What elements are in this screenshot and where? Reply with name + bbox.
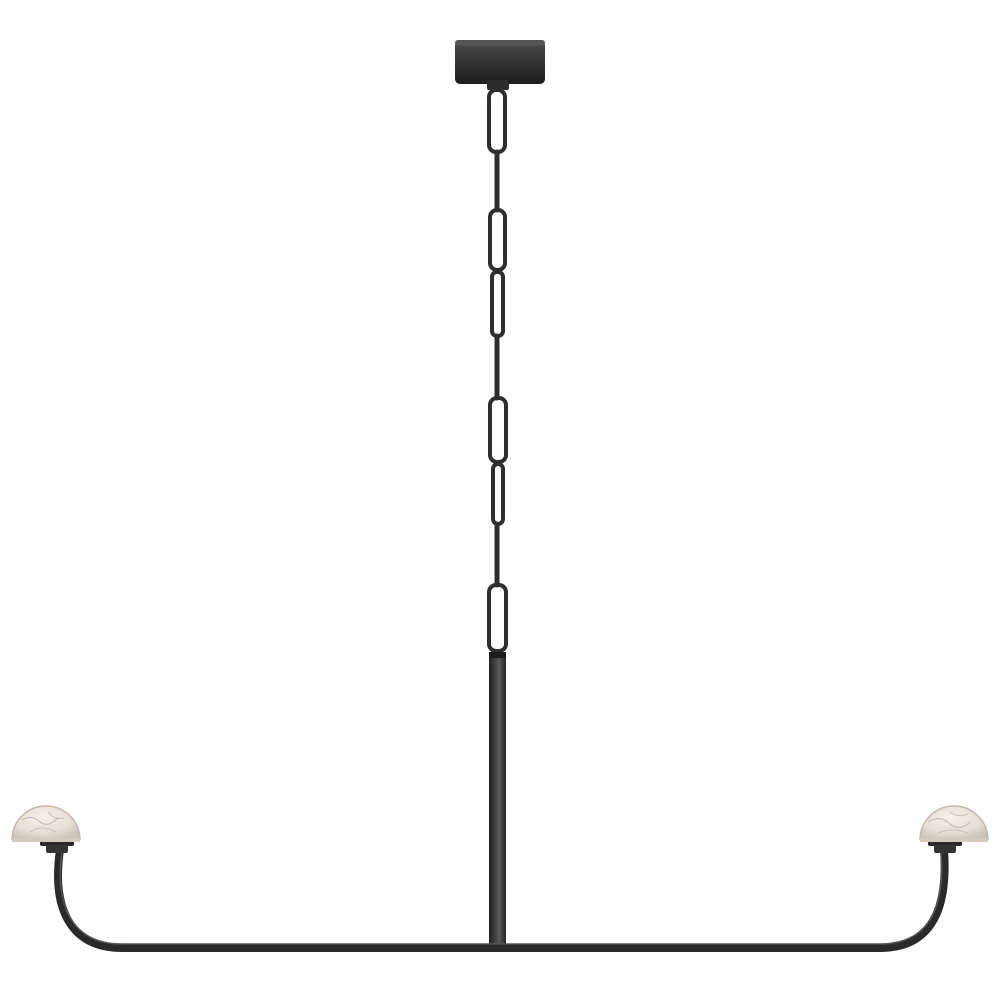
ceiling-canopy-icon xyxy=(455,40,545,90)
alabaster-shade-icon xyxy=(919,805,989,842)
chain-icon xyxy=(487,88,508,653)
horizontal-arm-icon xyxy=(54,849,949,952)
alabaster-shade-icon xyxy=(11,805,81,842)
center-stem-icon xyxy=(489,652,506,948)
